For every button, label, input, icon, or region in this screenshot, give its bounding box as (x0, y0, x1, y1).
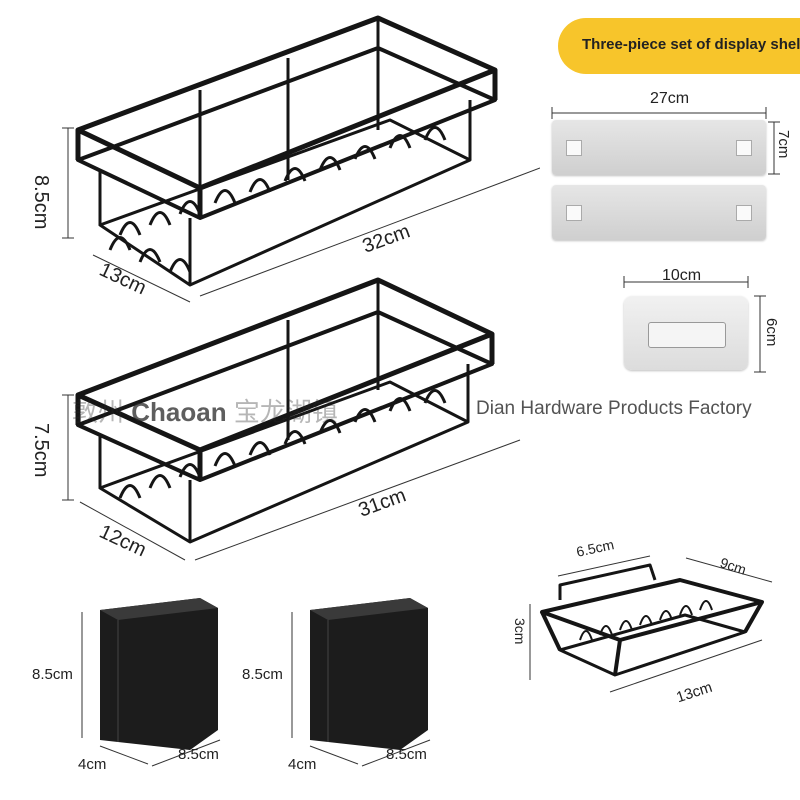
medium-basket-image (62, 277, 521, 561)
strip-height-label: 7cm (775, 130, 792, 159)
hook-height-label: 6cm (763, 318, 780, 347)
strip-height-dimension-line (768, 121, 780, 175)
cup-left-image (81, 598, 221, 767)
title-banner: Three-piece set of display shelve (558, 18, 800, 74)
soap-dish-image (529, 555, 773, 693)
strip-hook-icon (566, 205, 582, 221)
strip-hook-icon (566, 140, 582, 156)
watermark-brand: 敦州 Chaoan 宝龙湖镇 (72, 397, 338, 427)
adhesive-strip-top (552, 120, 766, 175)
adhesive-strip-bottom (552, 185, 766, 240)
large-basket-image (62, 15, 540, 303)
hook-clip-icon (648, 322, 726, 348)
cup-right-width-label: 8.5cm (386, 746, 427, 763)
medium-basket-height-label: 7.5cm (30, 423, 52, 478)
strip-hook-icon (736, 205, 752, 221)
strip-width-label: 27cm (650, 90, 690, 107)
hook-width-label: 10cm (662, 267, 702, 284)
strip-hook-icon (736, 140, 752, 156)
strip-width-dimension-line (551, 107, 767, 119)
large-basket-height-label: 8.5cm (30, 175, 52, 230)
cup-right-image (291, 598, 431, 767)
cup-left-height-label: 8.5cm (32, 666, 73, 683)
cup-left-depth-label: 4cm (78, 756, 107, 773)
watermark-factory: Dian Hardware Products Factory (476, 398, 752, 419)
banner-text: Three-piece set of display shelve (582, 36, 800, 53)
adhesive-hook-plate (624, 296, 748, 370)
hook-width-dimension-line (623, 276, 749, 288)
soap-dish-height-label: 3cm (512, 618, 528, 645)
cup-right-height-label: 8.5cm (242, 666, 283, 683)
hook-height-dimension-line (754, 295, 766, 373)
cup-left-width-label: 8.5cm (178, 746, 219, 763)
cup-right-depth-label: 4cm (288, 756, 317, 773)
